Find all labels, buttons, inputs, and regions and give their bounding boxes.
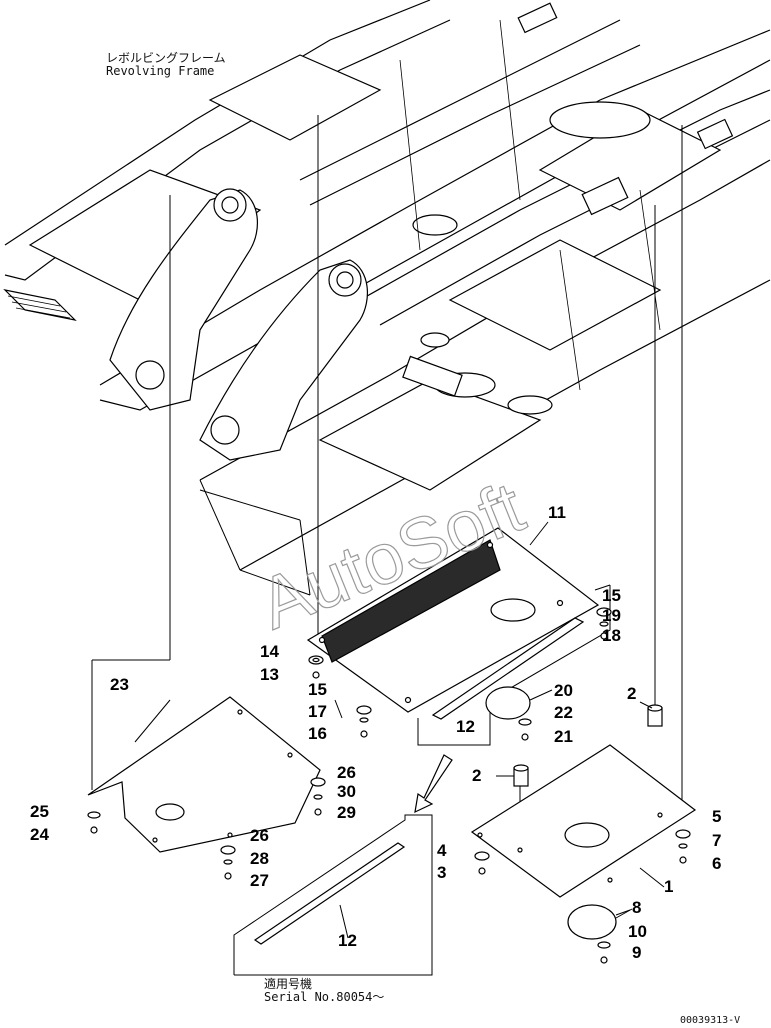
callout-numbers: 11 15 19 18 14 13 15 17 16 20 22 21 12 2… [30,503,721,962]
cover-8 [567,904,631,940]
callout-5: 5 [712,807,721,826]
callout-17: 17 [308,702,327,721]
frame-label-en: Revolving Frame [106,64,215,78]
callout-leaders [134,521,665,939]
cover-plate-1 [470,744,697,898]
frame-label: レボルビングフレーム Revolving Frame [106,52,226,78]
frame-label-jp: レボルビングフレーム [106,51,226,65]
callout-15-b: 15 [308,680,327,699]
cover-plate-11 [306,527,600,713]
callout-28: 28 [250,849,269,868]
serial-note-en: Serial No.80054～ [264,990,385,1004]
cover-plate-23 [87,696,321,853]
callout-29: 29 [337,803,356,822]
callout-27: 27 [250,871,269,890]
callout-1: 1 [664,877,673,896]
cover-20 [485,686,553,720]
strip-12-lower [233,814,433,976]
callout-16: 16 [308,724,327,743]
callout-2-b: 2 [472,766,481,785]
callout-12-a: 12 [456,717,475,736]
revolving-frame [3,0,771,596]
assembly-leaders [91,115,683,850]
callout-2-a: 2 [627,684,636,703]
direction-arrow [414,754,453,814]
callout-26-b: 26 [250,826,269,845]
pin-2-a [513,764,529,787]
callout-21: 21 [554,727,573,746]
callout-6: 6 [712,854,721,873]
callout-11: 11 [548,503,566,522]
callout-7: 7 [712,831,721,850]
callout-22: 22 [554,703,573,722]
callout-23: 23 [110,675,129,694]
callout-3: 3 [437,863,446,882]
callout-9: 9 [632,943,641,962]
hardware [87,607,691,964]
pin-2-b [647,704,663,727]
callout-12-b: 12 [338,931,357,950]
callout-24: 24 [30,825,49,844]
callout-14: 14 [260,642,279,661]
callout-18: 18 [602,626,621,645]
callout-15-a: 15 [602,586,621,605]
callout-30: 30 [337,782,356,801]
callout-10: 10 [628,922,647,941]
callout-25: 25 [30,802,49,821]
callout-20: 20 [554,681,573,700]
drawing-number: 00039313-V [680,1015,741,1026]
callout-4: 4 [437,841,447,860]
callout-19: 19 [602,606,621,625]
callout-26-a: 26 [337,763,356,782]
callout-8: 8 [632,898,641,917]
serial-note-jp: 適用号機 [264,977,313,991]
serial-note: 適用号機 Serial No.80054～ [264,978,384,1004]
callout-13: 13 [260,665,279,684]
strip-12-inset [417,584,611,746]
